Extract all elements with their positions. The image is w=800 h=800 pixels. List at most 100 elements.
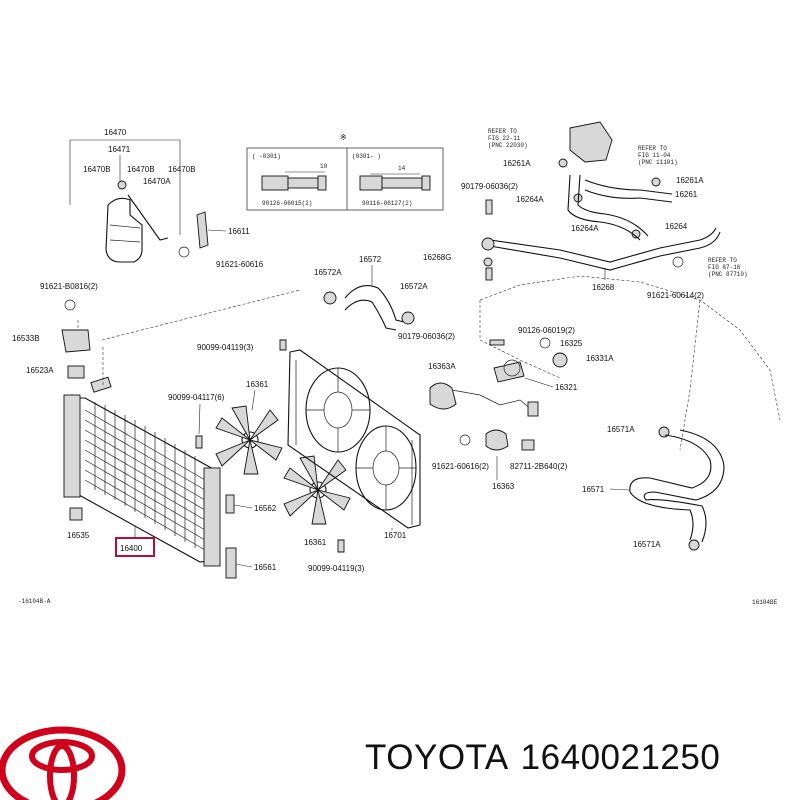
upper-mount-icon — [61, 329, 91, 353]
inset-right-part: 90116-06127(2) — [362, 200, 412, 207]
label-16562: 16562 — [254, 504, 277, 513]
inset-left-part: 90126-06015(2) — [262, 200, 312, 207]
bypass-hose-icon — [584, 179, 673, 203]
screw-icon-2 — [279, 339, 287, 351]
thermostat-housing-icon — [493, 361, 525, 383]
mount-pad-icon — [90, 376, 112, 393]
label-16470B-left: 16470B — [83, 165, 111, 174]
label-16361-upper: 16361 — [246, 380, 269, 389]
label-91621-60616-a: 91621-60616 — [216, 260, 264, 269]
label-16363: 16363 — [492, 482, 515, 491]
gasket-icon — [481, 237, 495, 251]
label-91621-60614: 91621-60614(2) — [647, 291, 704, 300]
connector-icon — [527, 401, 539, 417]
label-16561: 16561 — [254, 563, 277, 572]
seal-upper-icon — [225, 494, 235, 514]
label-91621-B0816: 91621-B0816(2) — [40, 282, 98, 291]
label-16268: 16268 — [592, 283, 615, 292]
stud-icon — [485, 199, 493, 215]
inset-left-range: ( -0301) — [252, 153, 281, 160]
label-16261: 16261 — [675, 190, 698, 199]
right-tank-icon — [203, 467, 221, 567]
label-16535: 16535 — [67, 531, 90, 540]
water-inlet-icon — [552, 352, 568, 368]
coolant-reservoir: 16470 16471 16470B 16470B 16470B 16470A — [69, 128, 196, 263]
part-number: 1640021250 — [520, 738, 721, 777]
screw-icon-3 — [337, 539, 345, 553]
label-16571A-bottom: 16571A — [633, 540, 661, 549]
inset-right-range: (0301- ) — [352, 153, 381, 160]
label-16523A: 16523A — [26, 366, 54, 375]
hose-clamp-icon-2 — [401, 311, 415, 325]
label-16264: 16264 — [665, 222, 688, 231]
label-16571A-top: 16571A — [607, 425, 635, 434]
label-16321: 16321 — [555, 383, 578, 392]
callout-b-icon — [178, 246, 190, 258]
label-16572: 16572 — [359, 255, 382, 264]
label-16261A-left: 16261A — [503, 159, 531, 168]
left-tank-icon — [63, 394, 81, 498]
hose-clamp-icon — [323, 291, 337, 305]
reservoir-tank-icon — [105, 197, 143, 263]
label-16470B-right: 16470B — [168, 165, 196, 174]
lower-hose-icon — [629, 429, 725, 543]
inset-right-dim: 14 — [398, 165, 406, 172]
label-16331A: 16331A — [586, 354, 614, 363]
brand-name: TOYOTA — [365, 738, 509, 777]
clamp-icon-2 — [651, 177, 661, 187]
label-82711-2B640: 82711-2B640(2) — [510, 462, 568, 471]
label-16571: 16571 — [582, 485, 605, 494]
label-16325: 16325 — [560, 339, 583, 348]
bolt-long-icon — [359, 175, 431, 191]
figure-code-left: -16104B-A — [18, 598, 51, 605]
reservoir-cap-icon — [117, 180, 127, 190]
connector-icon-2 — [521, 439, 535, 451]
fan-shroud — [287, 349, 421, 529]
bolt-short-icon — [261, 175, 327, 191]
label-16268G: 16268G — [423, 253, 451, 262]
label-16611: 16611 — [228, 227, 250, 236]
label-90126-06019: 90126-06019(2) — [518, 326, 575, 335]
radiator-assembly — [63, 394, 221, 567]
label-16470A: 16470A — [143, 177, 171, 186]
throttle-body-icon — [569, 121, 613, 163]
water-hose-16264-icon — [567, 174, 649, 241]
fan-motor-icon-2 — [485, 429, 509, 451]
label-16264A-mid: 16264A — [571, 224, 599, 233]
label-16701: 16701 — [384, 531, 407, 540]
figure-code-right: 16104BE — [752, 599, 778, 606]
label-16470B-mid: 16470B — [127, 165, 155, 174]
gasket-ring-icon — [539, 337, 551, 349]
toyota-logo-icon — [0, 726, 126, 800]
label-16361-lower: 16361 — [304, 538, 327, 547]
fan-lower — [283, 455, 351, 525]
radiator-fins-icon — [84, 402, 206, 551]
label-90099-04117: 90099-04117(6) — [168, 393, 225, 402]
label-90099-04119-b: 90099-04119(3) — [308, 564, 365, 573]
label-16572A-right: 16572A — [400, 282, 428, 291]
label-16470: 16470 — [104, 128, 127, 137]
reservoir-hose-icon — [127, 194, 169, 241]
label-90179-06036-b: 90179-06036(2) — [398, 332, 455, 341]
bolt-icon-2 — [489, 339, 505, 346]
cushion-icon — [67, 365, 85, 379]
label-16400: 16400 — [120, 544, 143, 553]
label-16533B: 16533B — [12, 334, 40, 343]
hose-clamp-icon-4 — [688, 539, 700, 551]
fan-upper — [215, 405, 283, 475]
label-16572A-left: 16572A — [314, 268, 342, 277]
fan-motor-icon — [429, 382, 457, 410]
callout-b-icon-3 — [672, 256, 684, 268]
wire-harness-icon — [451, 389, 533, 411]
water-pipe-16268-icon — [489, 227, 721, 271]
inset-mark: ※ — [340, 133, 347, 142]
engine-outline — [479, 275, 781, 451]
label-16471: 16471 — [108, 145, 131, 154]
clamp-icon — [558, 158, 568, 168]
lower-cushion-icon — [69, 507, 83, 521]
label-16363A: 16363A — [428, 362, 456, 371]
